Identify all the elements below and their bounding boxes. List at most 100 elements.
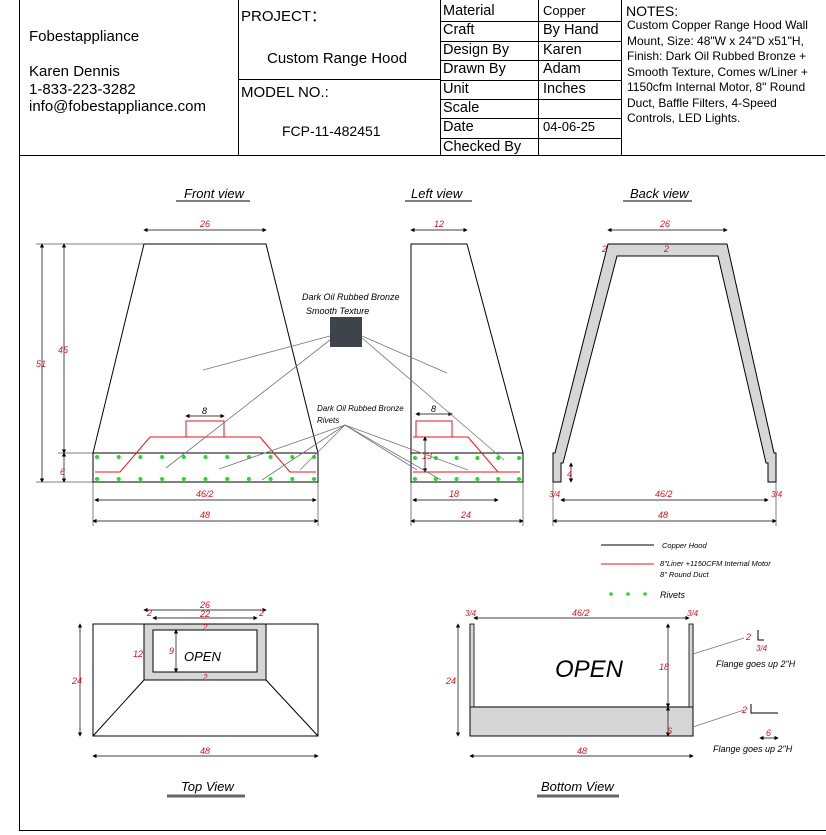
- flange1-dim-b: 3/4: [756, 644, 768, 653]
- bot-depth-dim-label: 24: [445, 676, 456, 686]
- front-rivet: [225, 477, 230, 481]
- top-open-label: OPEN: [184, 649, 221, 664]
- left-rivet: [454, 456, 459, 460]
- spec-label: Scale: [443, 100, 480, 116]
- spec-label: Checked By: [443, 138, 522, 155]
- top-width-dim-label: 48: [200, 746, 210, 756]
- left-view-title: Left view: [411, 186, 464, 201]
- left-rivets: [413, 456, 521, 481]
- left-duct-dim-label: 8: [431, 404, 436, 414]
- title-block-divider-2: [440, 0, 441, 155]
- spec-row-rule: [440, 118, 621, 119]
- spec-row-rule: [440, 80, 621, 81]
- legend-liner-line1: 8"Liner +1150CFM Internal Motor: [660, 559, 771, 568]
- spec-row-rule: [440, 21, 621, 22]
- legend-hood-label: Copper Hood: [662, 541, 707, 550]
- left-width-dim-label: 24: [460, 510, 471, 520]
- flange1-detail: [757, 630, 764, 641]
- flange1-leader: [692, 637, 745, 655]
- left-top-dim-label: 12: [434, 219, 444, 229]
- front-rivet: [160, 477, 165, 481]
- spec-value: Karen: [543, 41, 582, 58]
- front-rivet: [138, 477, 143, 481]
- notes-line: Mount, Size: 48"W x 24"D x51"H,: [627, 33, 804, 48]
- front-rivet: [95, 477, 99, 481]
- left-rivet: [517, 456, 521, 460]
- flange2-label: Flange goes up 2"H: [713, 744, 793, 754]
- bottom-flange-left: [469, 623, 475, 708]
- top-inner-h-label: 9: [169, 646, 174, 656]
- spec-row-rule: [440, 60, 621, 61]
- flange2-detail: [750, 704, 778, 714]
- rivets-leader-2: [261, 424, 346, 481]
- back-view: 26 2 2 4 3/4 46/2 3/4 48: [549, 219, 783, 526]
- title-block-divider-4: [621, 0, 622, 155]
- title-block-divider-3: [538, 0, 539, 155]
- bot-flange-r-label: 3/4: [687, 609, 699, 618]
- front-rivet: [116, 455, 121, 459]
- bottom-open-label: OPEN: [555, 656, 624, 683]
- flange1-dim-a: 2: [745, 632, 751, 642]
- top-wall-r-label: 2: [258, 608, 264, 618]
- project-label: PROJECT：: [241, 8, 327, 25]
- legend-rivets-label: Rivets: [660, 590, 686, 600]
- spec-value: Copper: [543, 3, 586, 18]
- spec-row-rule: [440, 138, 621, 139]
- top-outer-dim-label: 26: [199, 600, 210, 610]
- front-duct: [185, 420, 225, 438]
- back-top-dim-label: 26: [659, 219, 670, 229]
- finish-callout-line2: Smooth Texture: [306, 306, 369, 316]
- bottom-flange-right: [688, 623, 694, 708]
- left-rivet: [496, 456, 501, 460]
- front-rivet: [290, 477, 295, 481]
- left-rivet: [517, 477, 521, 481]
- title-block-bottom-rule: [19, 155, 825, 156]
- front-duct-dim-label: 8: [202, 406, 207, 416]
- front-rivet: [268, 477, 273, 481]
- top-view: OPEN 26 22 2 2 2 2 12 9 24 48: [71, 600, 319, 759]
- front-rivet: [138, 455, 143, 459]
- notes-line: Custom Copper Range Hood Wall: [627, 18, 808, 32]
- project-model-divider: [238, 79, 440, 80]
- front-width-dim-label: 48: [200, 510, 210, 520]
- finish-swatch: [330, 317, 362, 347]
- rivets-leader-5: [344, 424, 442, 481]
- top-wall-l-label: 2: [146, 608, 152, 618]
- left-rivet: [496, 477, 501, 481]
- contact-name: Karen Dennis: [29, 63, 120, 80]
- front-rivet: [95, 455, 99, 459]
- spec-value: Inches: [543, 80, 586, 97]
- top-view-title: Top View: [181, 779, 235, 794]
- back-hood-profile: [552, 243, 777, 483]
- top-edge-right: [265, 679, 319, 737]
- front-rivet: [181, 477, 186, 481]
- legend: Copper Hood 8"Liner +1150CFM Internal Mo…: [601, 541, 771, 600]
- left-duct: [415, 420, 453, 438]
- left-rivet: [413, 456, 417, 460]
- title-block-divider-1: [238, 0, 239, 155]
- spec-label: Drawn By: [443, 61, 506, 78]
- spec-value: By Hand: [543, 22, 599, 39]
- left-rivet: [475, 477, 480, 481]
- left-liner-dim-label: 13: [422, 451, 432, 461]
- model-number: FCP-11-482451: [282, 123, 381, 139]
- notes-line: Smooth Texture, Comes w/Liner +: [627, 64, 808, 79]
- left-hood-outline: [410, 243, 524, 483]
- spec-row-rule: [440, 99, 621, 100]
- project-name: Custom Range Hood: [267, 50, 408, 67]
- notes-line: 1150cfm Internal Motor, 8" Round: [627, 80, 806, 94]
- finish-leader-1: [202, 335, 331, 371]
- finish-leader-2: [165, 339, 331, 469]
- front-height-dim-label: 51: [36, 359, 46, 369]
- bot-flange-l-label: 3/4: [465, 609, 477, 618]
- flange1-label: Flange goes up 2"H: [716, 659, 796, 669]
- top-wall-t-label: 2: [202, 623, 208, 632]
- spec-value: Adam: [543, 61, 581, 78]
- front-rivet: [203, 455, 208, 459]
- front-liner-outline: [95, 436, 316, 473]
- flange2-leader: [692, 709, 745, 728]
- rivets-leader-1: [218, 424, 346, 470]
- rivets-leader-6: [344, 424, 469, 471]
- front-view: 26 51 45 6 8 46/2 48: [36, 219, 319, 526]
